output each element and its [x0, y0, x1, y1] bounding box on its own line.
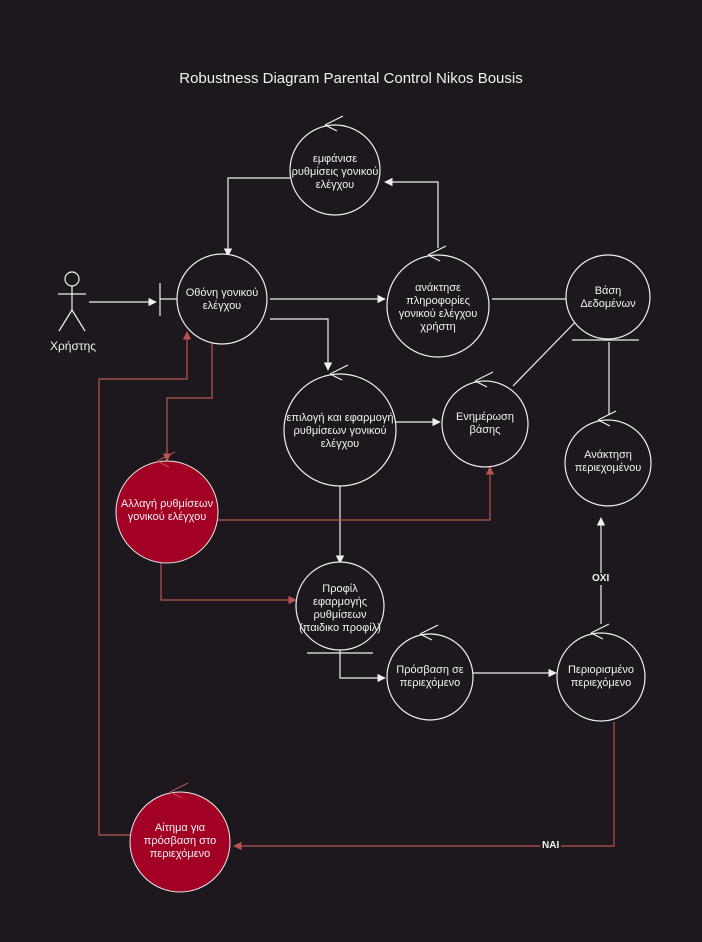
edge-change-to-profile: [160, 562, 297, 605]
edge-change-to-update: [218, 466, 495, 521]
control-select-apply[interactable]: [283, 364, 397, 487]
control-access-content[interactable]: [386, 624, 474, 721]
edge-profile-to-access: [339, 650, 386, 683]
edge-restricted-to-request: [233, 722, 615, 851]
actor-user-icon: [58, 271, 86, 332]
entity-database[interactable]: [565, 254, 651, 341]
select-apply-label: επιλογή και εφαρμογή ρυθμίσεων γονικού ε…: [286, 411, 394, 450]
control-update-db[interactable]: [441, 371, 529, 468]
actor-label: Χρήστης: [49, 338, 97, 353]
entity-profile[interactable]: [295, 561, 385, 654]
control-display-settings[interactable]: [289, 115, 381, 216]
retrieve-content-label: Ανάκτηση περιεχομένου: [574, 449, 642, 474]
edge-request-to-screen: [98, 331, 192, 836]
update-db-label: Ενημέρωση βάσης: [456, 411, 514, 436]
edge-retrieve-to-display: [384, 177, 439, 248]
parental-screen-label: Οθόνη γονικού ελέγχου: [185, 287, 259, 312]
control-retrieve-content[interactable]: [564, 410, 652, 507]
request-access-label: Αίτημα για πρόσβαση στο περιεχόμενο: [143, 821, 217, 860]
control-retrieve-info[interactable]: [386, 245, 490, 358]
control-change-settings[interactable]: [115, 451, 219, 564]
change-settings-label: Αλλαγή ρυθμίσεων γονικού ελέγχου: [120, 498, 214, 523]
control-restricted-content[interactable]: [556, 623, 646, 722]
profile-label: Προφίλ εφαρμογής ρυθμίσεων (παιδικο προφ…: [299, 583, 381, 634]
edge-label-yes: ΝΑΙ: [540, 840, 562, 852]
access-content-label: Πρόσβαση σε περιεχόμενο: [396, 664, 464, 689]
edge-display-to-screen: [223, 177, 290, 257]
boundary-parental-screen[interactable]: [159, 253, 268, 345]
display-settings-label: εμφάνισε ρυθμίσεις γονικού ελέγχου: [291, 152, 379, 191]
diagram-title: Robustness Diagram Parental Control Niko…: [179, 70, 523, 87]
edge-update-to-database: [512, 311, 586, 387]
database-label: Βάση Δεδομένων: [580, 285, 636, 310]
edge-screen-to-change: [162, 342, 213, 462]
edge-label-no: ΟΧΙ: [590, 573, 612, 585]
retrieve-info-label: ανάκτησε πληροφορίες γονικού ελέγχου χρή…: [398, 282, 478, 333]
restricted-content-label: Περιορισμένο περιεχόμενο: [567, 664, 635, 689]
edge-screen-to-select: [270, 318, 333, 371]
control-request-access[interactable]: [129, 782, 231, 893]
